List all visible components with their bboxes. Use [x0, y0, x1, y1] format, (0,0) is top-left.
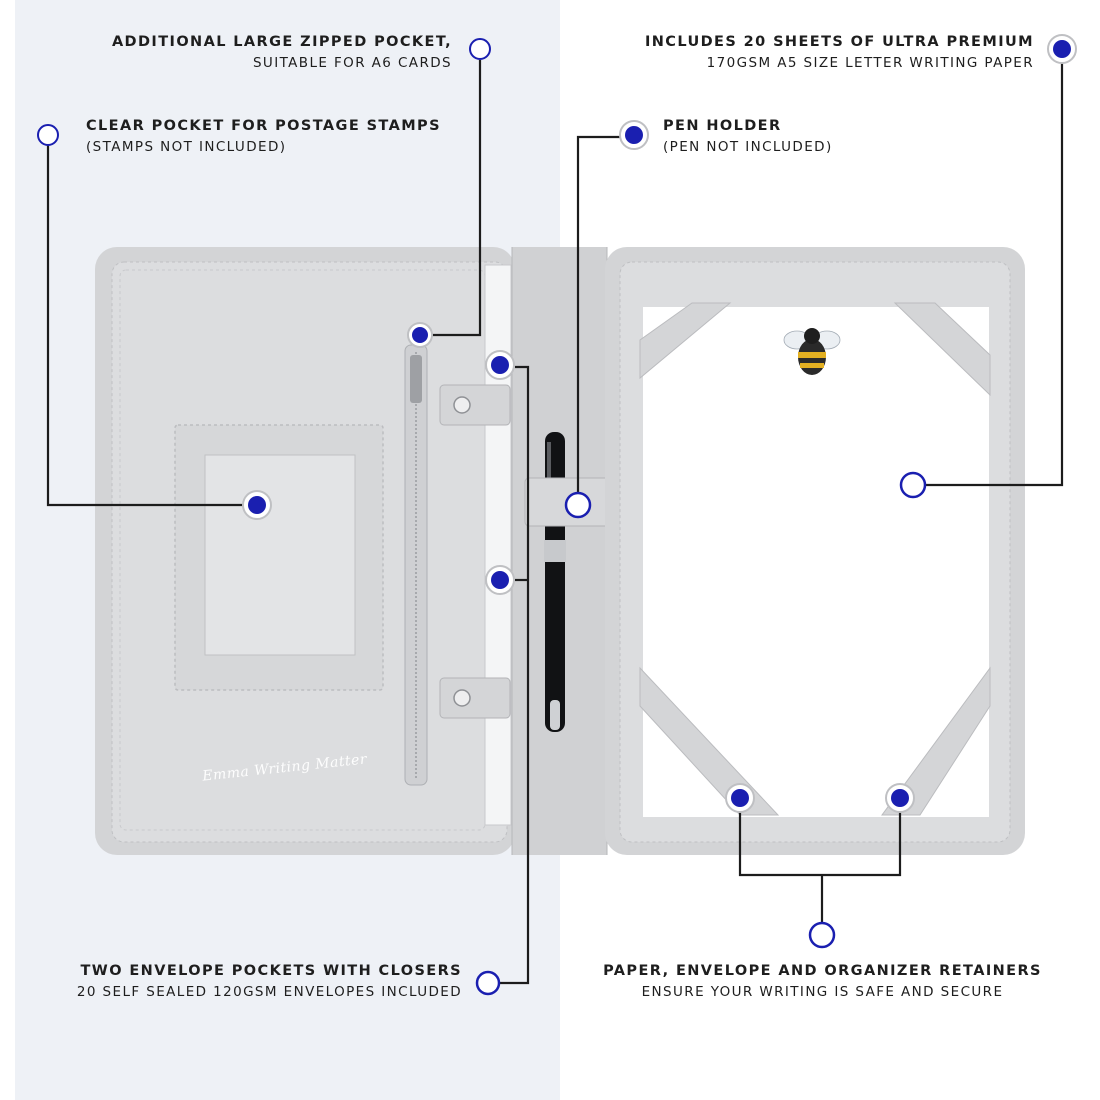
callout-title: ADDITIONAL LARGE ZIPPED POCKET, [111, 34, 452, 50]
retainer-top-left [639, 302, 732, 380]
callout-title: CLEAR POCKET FOR POSTAGE STAMPS [86, 118, 441, 134]
callout-subtitle: 20 SELF SEALED 120GSM ENVELOPES INCLUDED [76, 984, 462, 1000]
marker-stamps-pocket-label [37, 124, 59, 146]
marker-retainer-left [725, 783, 755, 813]
marker-envelope-label [475, 970, 501, 996]
zipper-pull [410, 355, 422, 403]
callout-retainers: PAPER, ENVELOPE AND ORGANIZER RETAINERS … [580, 961, 1065, 1003]
callout-title: PEN HOLDER [663, 118, 782, 134]
callout-subtitle: (PEN NOT INCLUDED) [663, 139, 833, 155]
callout-stamps-pocket: CLEAR POCKET FOR POSTAGE STAMPS (STAMPS … [86, 116, 441, 158]
callout-envelope-pockets: TWO ENVELOPE POCKETS WITH CLOSERS 20 SEL… [77, 961, 462, 1003]
marker-zipped-pocket-label [469, 38, 491, 60]
marker-writing-paper-inner [899, 471, 927, 499]
envelope-strap-top [439, 384, 511, 426]
marker-retainer-label [808, 921, 836, 949]
bee-illustration [783, 328, 841, 375]
callout-subtitle: 170GSM A5 SIZE LETTER WRITING PAPER [706, 55, 1034, 71]
callout-pen-holder: PEN HOLDER (PEN NOT INCLUDED) [663, 116, 833, 158]
markers [37, 34, 1077, 996]
marker-stamps-pocket-inner [242, 490, 272, 520]
marker-envelope-bottom [485, 565, 515, 595]
marker-writing-paper-label [1047, 34, 1077, 64]
marker-pen-holder-inner [564, 491, 592, 519]
retainer-top-right [893, 302, 991, 397]
stamps-window [204, 454, 356, 656]
retainer-bottom-right [881, 666, 991, 816]
marker-retainer-right [885, 783, 915, 813]
envelope-strap-bottom [439, 677, 511, 719]
marker-pen-holder-label [619, 120, 649, 150]
marker-envelope-top [485, 350, 515, 380]
callout-writing-paper: INCLUDES 20 SHEETS OF ULTRA PREMIUM 170G… [645, 32, 1034, 74]
callout-title: TWO ENVELOPE POCKETS WITH CLOSERS [80, 963, 462, 979]
callout-subtitle: (STAMPS NOT INCLUDED) [86, 139, 287, 155]
leader-lines [46, 60, 1064, 985]
callout-subtitle: SUITABLE FOR A6 CARDS [252, 55, 452, 71]
callout-subtitle: ENSURE YOUR WRITING IS SAFE AND SECURE [641, 984, 1004, 1000]
callout-zipped-pocket: ADDITIONAL LARGE ZIPPED POCKET, SUITABLE… [112, 32, 452, 74]
callout-title: INCLUDES 20 SHEETS OF ULTRA PREMIUM [644, 34, 1034, 50]
marker-zipped-pocket-inner [407, 322, 433, 348]
callout-title: PAPER, ENVELOPE AND ORGANIZER RETAINERS [603, 963, 1042, 979]
